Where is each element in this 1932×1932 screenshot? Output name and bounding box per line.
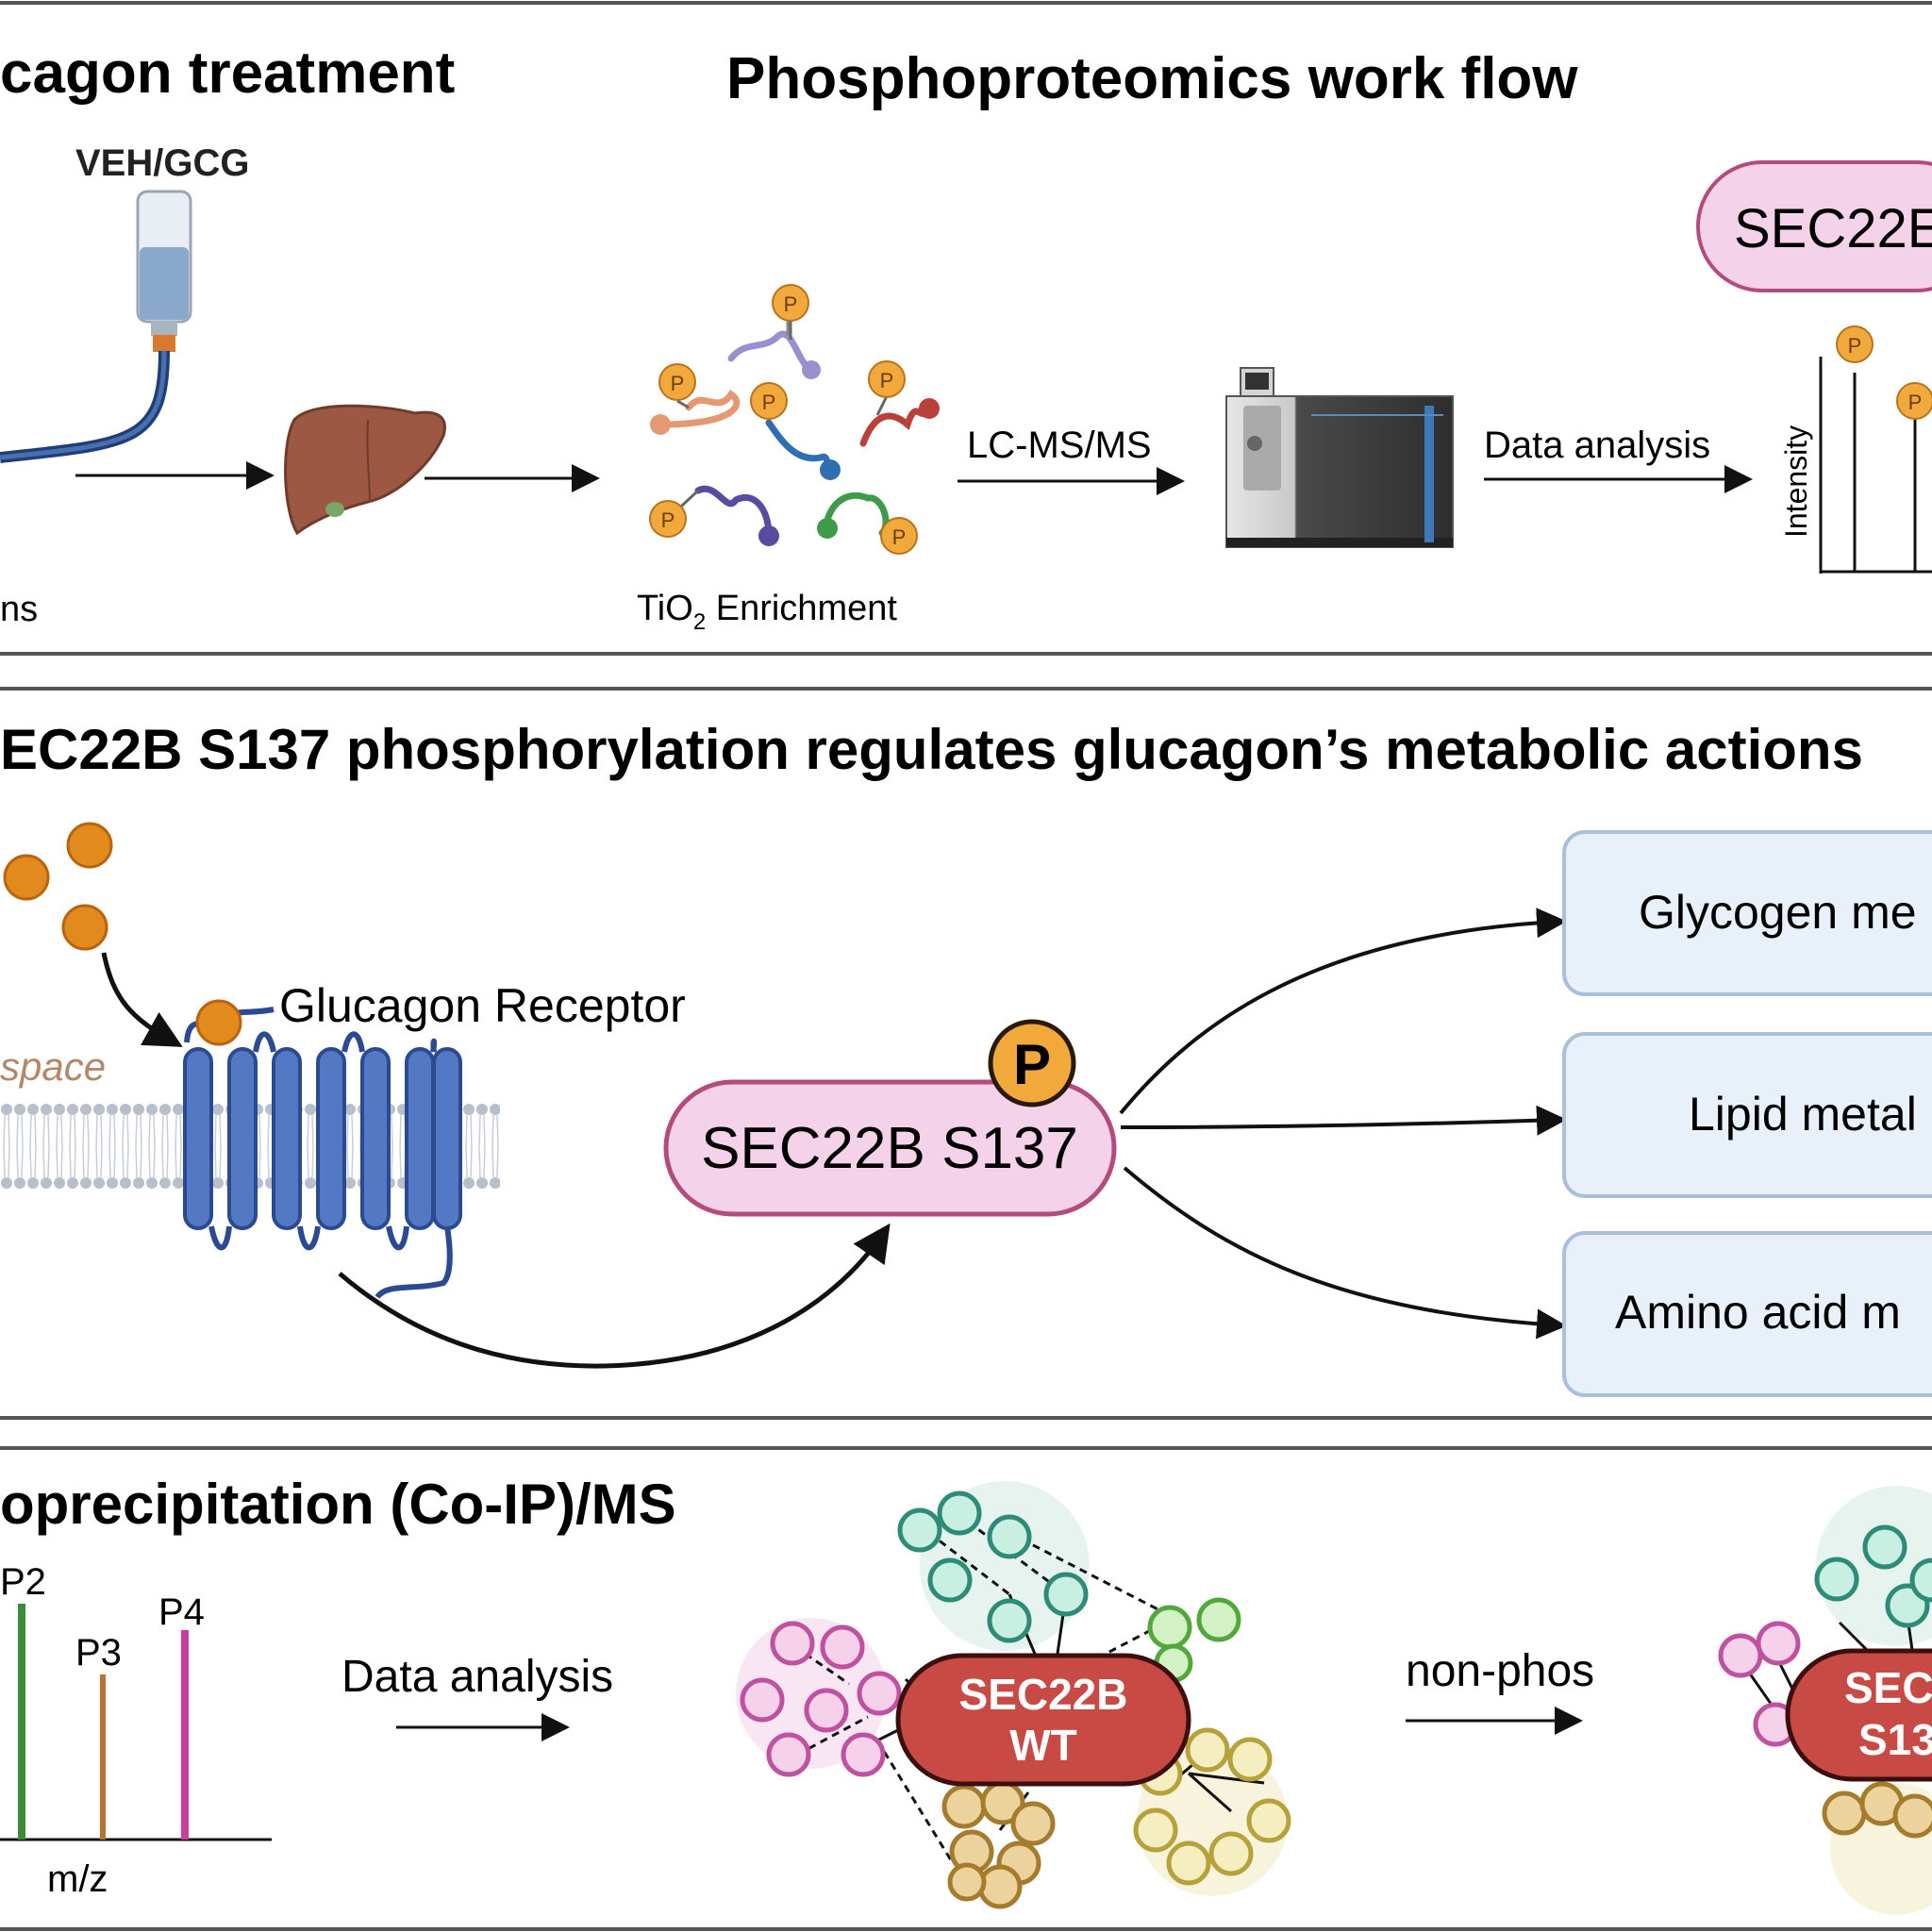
mutant-complex-label-line2: S13 — [1858, 1715, 1932, 1764]
sec22b-s137-label: SEC22B S137 — [701, 1116, 1078, 1181]
peak-phospho-marker-1: P — [1836, 325, 1874, 363]
svg-text:P: P — [1908, 391, 1923, 414]
glucagon-molecules — [3, 822, 113, 951]
coip-spectrum: P2 P3 P4 m/z — [0, 1561, 272, 1900]
panel-coip: oprecipitation (Co-IP)/MS P2 P3 P4 m/z D… — [0, 1446, 1932, 1931]
receptor-label: Glucagon Receptor — [279, 979, 686, 1032]
phospho-marker-1: P — [772, 284, 809, 340]
svg-text:P: P — [762, 391, 776, 414]
peak-label-p2: P2 — [0, 1561, 46, 1603]
phospho-marker-6: P — [880, 517, 918, 555]
svg-text:P: P — [784, 292, 798, 316]
wt-complex-label-line2: WT — [1009, 1721, 1077, 1770]
data-analysis-label-1: Data analysis — [1484, 425, 1710, 466]
protein-badge: SEC22E — [1696, 160, 1932, 292]
svg-text:SEC22E: SEC22E — [1734, 198, 1932, 259]
arrow-to-amino-acid — [1123, 1166, 1567, 1340]
phospho-marker-2: P — [658, 363, 696, 409]
arrow-to-lipid — [1120, 1105, 1567, 1136]
svg-text:P: P — [892, 525, 907, 549]
peptide-4 — [859, 398, 940, 447]
liver-icon — [284, 404, 446, 536]
svg-text:P: P — [1848, 334, 1862, 358]
svg-text:P: P — [1013, 1033, 1051, 1096]
intensity-axis-label: Intensity — [1779, 425, 1813, 538]
peptide-2 — [650, 390, 741, 435]
left-cut-label: ns — [0, 590, 38, 629]
sec22b-s137-pill: SEC22B S137 — [663, 1079, 1117, 1217]
panel1-left-title: cagon treatment — [0, 41, 455, 106]
arrow-to-glycogen — [1119, 908, 1567, 1115]
extracellular-space-label: space — [0, 1044, 106, 1089]
peptide-1 — [727, 321, 821, 379]
mutant-interaction-network — [1718, 1486, 1932, 1915]
svg-text:P: P — [880, 369, 894, 392]
pump-label: VEH/GCG — [75, 142, 249, 184]
glucagon-molecule-2 — [3, 854, 50, 901]
wt-interaction-network — [736, 1481, 1291, 1909]
arrow-glucagon-binding — [101, 952, 183, 1047]
peak-phospho-marker-2: P — [1896, 382, 1932, 420]
svg-text:P: P — [671, 372, 685, 395]
panel2-title: EC22B S137 phosphorylation regulates glu… — [0, 718, 1863, 781]
peptide-5 — [694, 485, 779, 546]
peptide-6 — [817, 491, 890, 539]
peak-label-p4: P4 — [158, 1591, 205, 1633]
phospho-marker-5: P — [649, 489, 700, 538]
mz-axis-label: m/z — [47, 1858, 108, 1900]
outcome-label-glycogen: Glycogen me — [1639, 886, 1917, 939]
data-analysis-label-2: Data analysis — [341, 1652, 613, 1702]
wt-complex-label-line1: SEC22B — [959, 1670, 1128, 1719]
intensity-plot: Intensity P P — [1779, 325, 1932, 574]
phospho-marker-3: P — [750, 382, 788, 423]
peak-label-p3: P3 — [75, 1632, 122, 1674]
enrichment-label: TiO2 Enrichment — [637, 589, 897, 635]
lcms-label: LC-MS/MS — [967, 425, 1152, 466]
glucagon-molecule-1 — [66, 822, 113, 869]
arrow-receptor-to-sec22b — [338, 1223, 891, 1369]
glucagon-molecule-3 — [61, 904, 108, 951]
mutant-complex-label-line1: SEC — [1844, 1663, 1932, 1712]
infusion-bottle-icon — [0, 190, 192, 463]
outcome-box-lipid: Lipid metal — [1562, 1032, 1932, 1198]
svg-text:P: P — [661, 508, 675, 532]
phospho-site-icon: P — [988, 1019, 1076, 1108]
phospho-marker-4: P — [868, 360, 906, 416]
outcome-box-amino-acid: Amino acid m — [1562, 1231, 1932, 1397]
outcome-box-glycogen: Glycogen me — [1562, 830, 1932, 996]
panel-workflow: cagon treatment Phosphoproteomics work f… — [0, 1, 1932, 656]
peptide-3 — [765, 419, 841, 480]
sec22b-mutant-complex: SEC S13 — [1785, 1648, 1932, 1782]
glucagon-receptor-icon — [183, 999, 462, 1300]
panel3-title: oprecipitation (Co-IP)/MS — [0, 1473, 676, 1536]
outcome-label-amino-acid: Amino acid m — [1615, 1286, 1901, 1339]
outcome-label-lipid: Lipid metal — [1689, 1088, 1917, 1141]
panel1-main-title: Phosphoproteomics work flow — [726, 46, 1578, 111]
phosphopeptides-cluster: P P P P P — [649, 284, 940, 555]
mass-spectrometer-icon — [1225, 367, 1454, 548]
sec22b-wt-complex: SEC22B WT — [895, 1653, 1191, 1787]
panel-mechanism: EC22B S137 phosphorylation regulates glu… — [0, 687, 1932, 1420]
non-phos-label: non-phos — [1406, 1646, 1594, 1696]
